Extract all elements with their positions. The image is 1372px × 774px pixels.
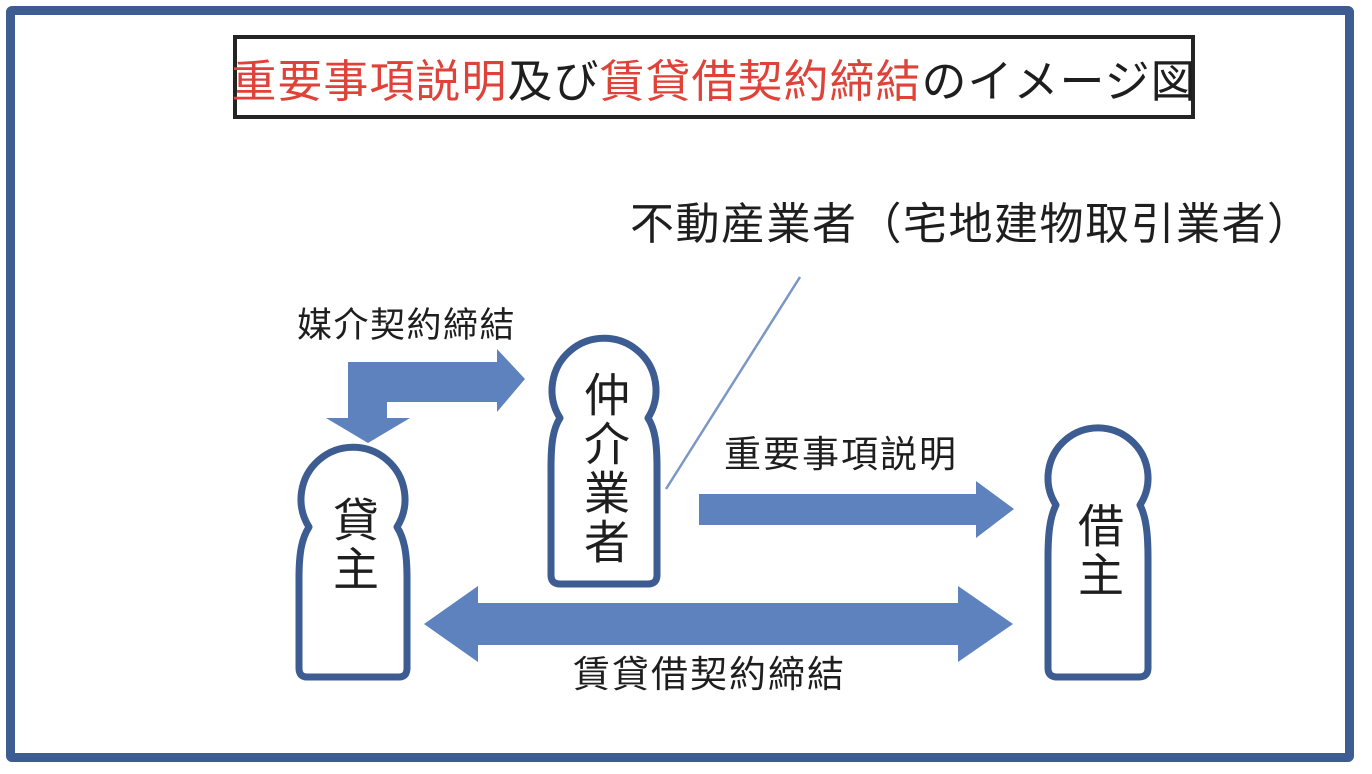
- realtor-callout-line: [664, 276, 802, 490]
- outer-border: [6, 6, 1354, 762]
- important-matters-label: 重要事項説明: [724, 434, 958, 475]
- lease-contract-arrow: [424, 586, 1013, 662]
- broker-figure: [547, 334, 661, 588]
- title-segment-important-matters: 重要事項説明: [231, 55, 508, 107]
- title-segment-lease-contract: 賃貸借契約締結: [599, 55, 922, 107]
- title-segment-and: 及び: [507, 55, 600, 107]
- tenant-figure: [1044, 424, 1152, 681]
- title-segment-image: のイメージ図: [921, 55, 1197, 107]
- lease-contract-label: 賃貸借契約締結: [573, 654, 846, 695]
- title-box: 重要事項説明及び賃貸借契約締結のイメージ図: [231, 35, 1197, 119]
- tenant-label: 借主: [1072, 502, 1124, 600]
- realtor-label: 不動産業者（宅地建物取引業者）: [630, 200, 1313, 249]
- landlord-figure: [295, 443, 411, 681]
- landlord-label: 貸主: [327, 496, 379, 594]
- broker-label: 仲介業者: [578, 371, 630, 567]
- mediation-contract-label: 媒介契約締結: [297, 306, 517, 345]
- mediation-contract-arrow: [326, 349, 525, 443]
- important-matters-arrow: [699, 481, 1014, 538]
